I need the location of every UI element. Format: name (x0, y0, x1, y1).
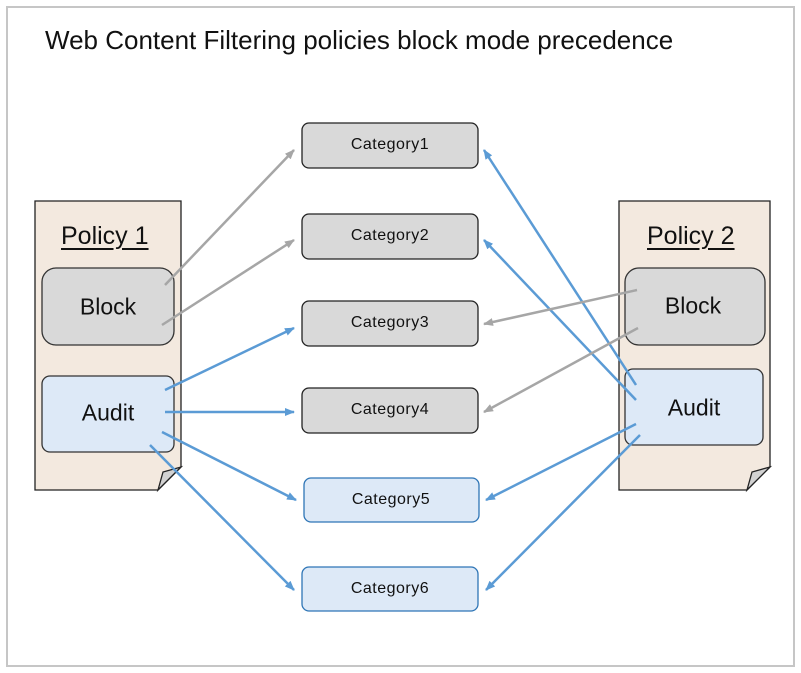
arrow-p1-block-cat2 (161, 238, 295, 327)
arrow-p1-audit-cat6 (149, 444, 295, 591)
category2-label: Category2 (350, 227, 430, 244)
category5-box (303, 477, 480, 523)
category1-box (301, 122, 479, 169)
category6-box (301, 566, 479, 612)
category5-label: Category5 (351, 491, 431, 508)
arrow-p1-audit-cat3 (164, 326, 295, 392)
arrow-p2-audit-cat5 (485, 422, 637, 502)
policy2-block-label: Block (664, 292, 722, 319)
policy1-block-box (41, 267, 175, 346)
arrow-p2-audit-cat1 (482, 149, 638, 386)
policy1-audit-label: Audit (81, 399, 135, 426)
arrow-p1-audit-cat5 (161, 430, 297, 502)
policy2-audit-box (624, 368, 764, 446)
arrow-p2-block-cat3 (483, 288, 638, 326)
arrow-p1-block-cat1 (164, 149, 295, 286)
policy1-block-label: Block (79, 293, 137, 320)
category6-label: Category6 (350, 580, 430, 597)
policy2-title: Policy 2 (647, 222, 735, 250)
diagram-title: Web Content Filtering policies block mod… (45, 25, 674, 55)
category4-label: Category4 (350, 401, 430, 418)
policy2-audit-label: Audit (667, 394, 721, 421)
arrow-p2-block-cat4 (483, 326, 639, 414)
policy1-title: Policy 1 (61, 222, 149, 250)
category1-label: Category1 (350, 136, 430, 153)
category2-box (301, 213, 479, 260)
arrow-p2-audit-cat6 (485, 434, 641, 591)
category3-box (301, 300, 479, 347)
category3-label: Category3 (350, 314, 430, 331)
policy2-block-box (624, 267, 766, 346)
category4-box (301, 387, 479, 434)
arrow-p2-audit-cat2 (483, 239, 637, 401)
policy1-audit-box (41, 375, 175, 453)
